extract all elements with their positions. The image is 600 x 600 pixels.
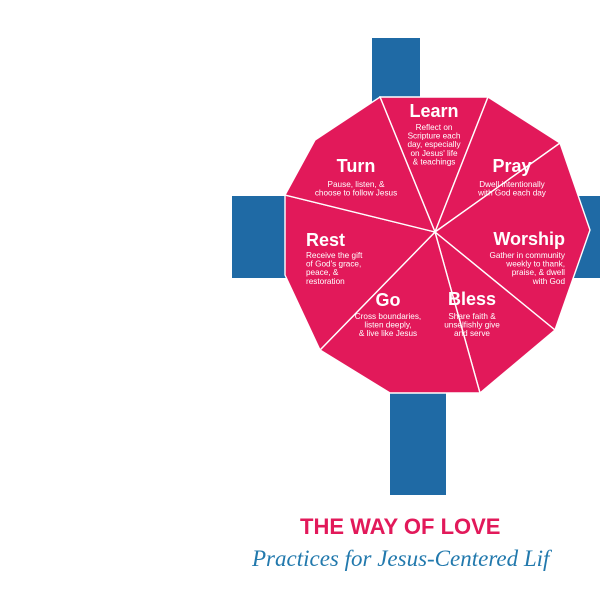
practice-desc-learn: day, especially: [407, 140, 461, 149]
cross-bottom-arm: [390, 385, 446, 495]
practice-desc-rest: peace, &: [306, 268, 339, 277]
practice-desc-worship: weekly to thank,: [505, 260, 565, 269]
practice-desc-worship: praise, & dwell: [512, 268, 565, 277]
practice-desc-bless: unselfishly give: [444, 321, 500, 330]
practice-desc-pray: Dwell intentionally: [479, 180, 545, 189]
page-title: THE WAY OF LOVE: [300, 514, 501, 539]
practice-title-turn: Turn: [337, 156, 376, 176]
practice-title-bless: Bless: [448, 289, 496, 309]
practice-desc-rest: of God's grace,: [306, 260, 361, 269]
practice-title-worship: Worship: [493, 229, 565, 249]
cross: [232, 38, 600, 495]
practice-desc-go: & live like Jesus: [359, 329, 417, 338]
practice-desc-bless: and serve: [454, 329, 490, 338]
cross-left-arm: [232, 196, 290, 278]
practice-desc-learn: & teachings: [413, 157, 456, 166]
practice-desc-turn: Pause, listen, &: [328, 180, 385, 189]
practice-title-pray: Pray: [492, 156, 531, 176]
practice-title-go: Go: [376, 290, 401, 310]
practice-desc-learn: on Jesus' life: [410, 149, 458, 158]
practice-title-learn: Learn: [409, 101, 458, 121]
practice-title-rest: Rest: [306, 230, 345, 250]
practice-desc-worship: Gather in community: [489, 251, 565, 260]
practice-desc-rest: Receive the gift: [306, 251, 363, 260]
practice-desc-worship: with God: [532, 277, 566, 286]
practice-desc-learn: Reflect on: [416, 123, 453, 132]
practice-desc-go: Cross boundaries,: [355, 312, 421, 321]
page-subtitle: Practices for Jesus-Centered Lif: [252, 546, 550, 571]
practice-desc-go: listen deeply,: [364, 321, 411, 330]
practice-desc-bless: Share faith &: [448, 312, 496, 321]
practice-desc-pray: with God each day: [477, 189, 547, 198]
segment-turn: [283, 95, 437, 234]
practice-desc-turn: choose to follow Jesus: [315, 189, 397, 198]
practice-segments: [283, 95, 591, 395]
practice-desc-rest: restoration: [306, 277, 345, 286]
practice-desc-learn: Scripture each: [408, 132, 461, 141]
